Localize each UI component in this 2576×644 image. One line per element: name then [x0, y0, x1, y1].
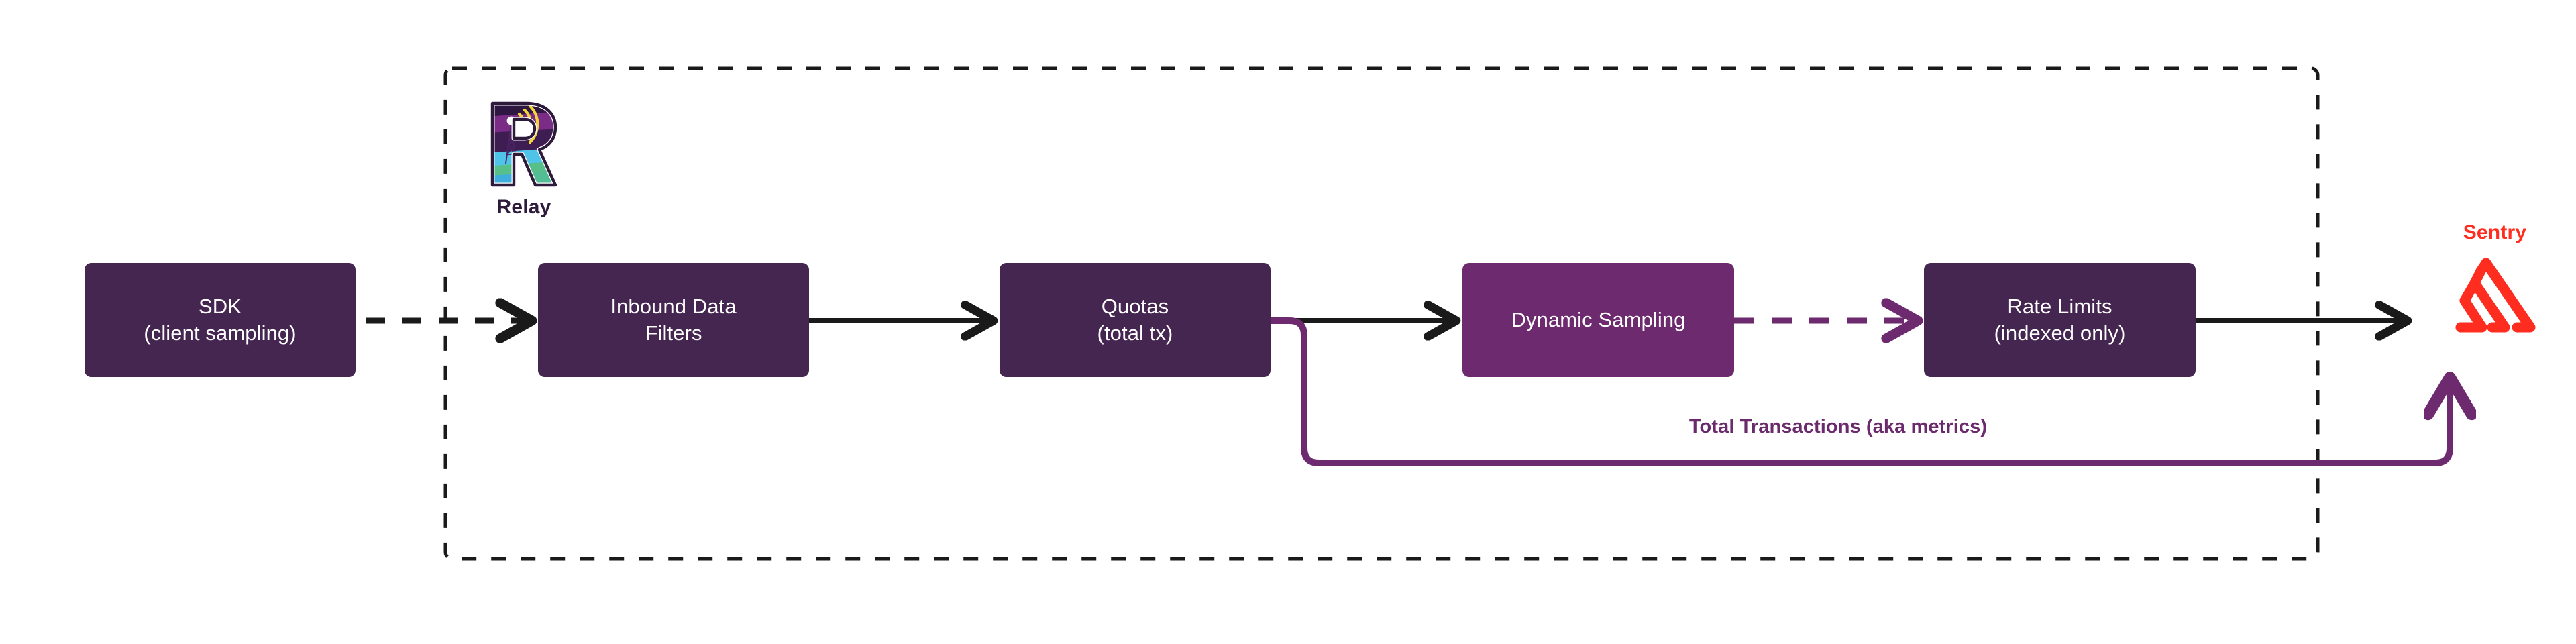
node-rate-limits-line-2: (indexed only): [1994, 321, 2126, 345]
relay-r-tower-logo: [490, 101, 558, 188]
relay-label: Relay: [496, 196, 551, 218]
node-quotas-line-1: Quotas: [1101, 294, 1169, 318]
sentry-label: Sentry: [2463, 221, 2527, 244]
edge-quotas-to-sentry-metrics: [1267, 317, 2450, 466]
total-transactions-label: Total Transactions (aka metrics): [1688, 416, 1988, 437]
node-dynamic-sampling-line-1: Dynamic Sampling: [1511, 307, 1686, 331]
sentry-group: Sentry: [2418, 221, 2572, 335]
node-rate-limits[interactable]: Rate Limits (indexed only): [1924, 263, 2196, 377]
node-inbound-data-filters[interactable]: Inbound Data Filters: [538, 263, 809, 377]
node-sdk-line-2: (client sampling): [144, 321, 297, 345]
node-rate-limits-line-1: Rate Limits: [2007, 294, 2112, 318]
node-quotas-line-2: (total tx): [1097, 321, 1173, 345]
sentry-arch-logo: [2455, 258, 2536, 333]
node-quotas[interactable]: Quotas (total tx): [1000, 263, 1271, 377]
relay-group: Relay: [467, 99, 581, 219]
node-dynamic-sampling[interactable]: Dynamic Sampling: [1462, 263, 1734, 377]
relay-boundary: [443, 66, 2320, 561]
node-sdk[interactable]: SDK (client sampling): [85, 263, 356, 377]
node-inbound-data-filters-line-1: Inbound Data: [610, 294, 737, 318]
node-sdk-line-1: SDK: [198, 294, 242, 318]
node-inbound-data-filters-line-2: Filters: [645, 321, 702, 345]
